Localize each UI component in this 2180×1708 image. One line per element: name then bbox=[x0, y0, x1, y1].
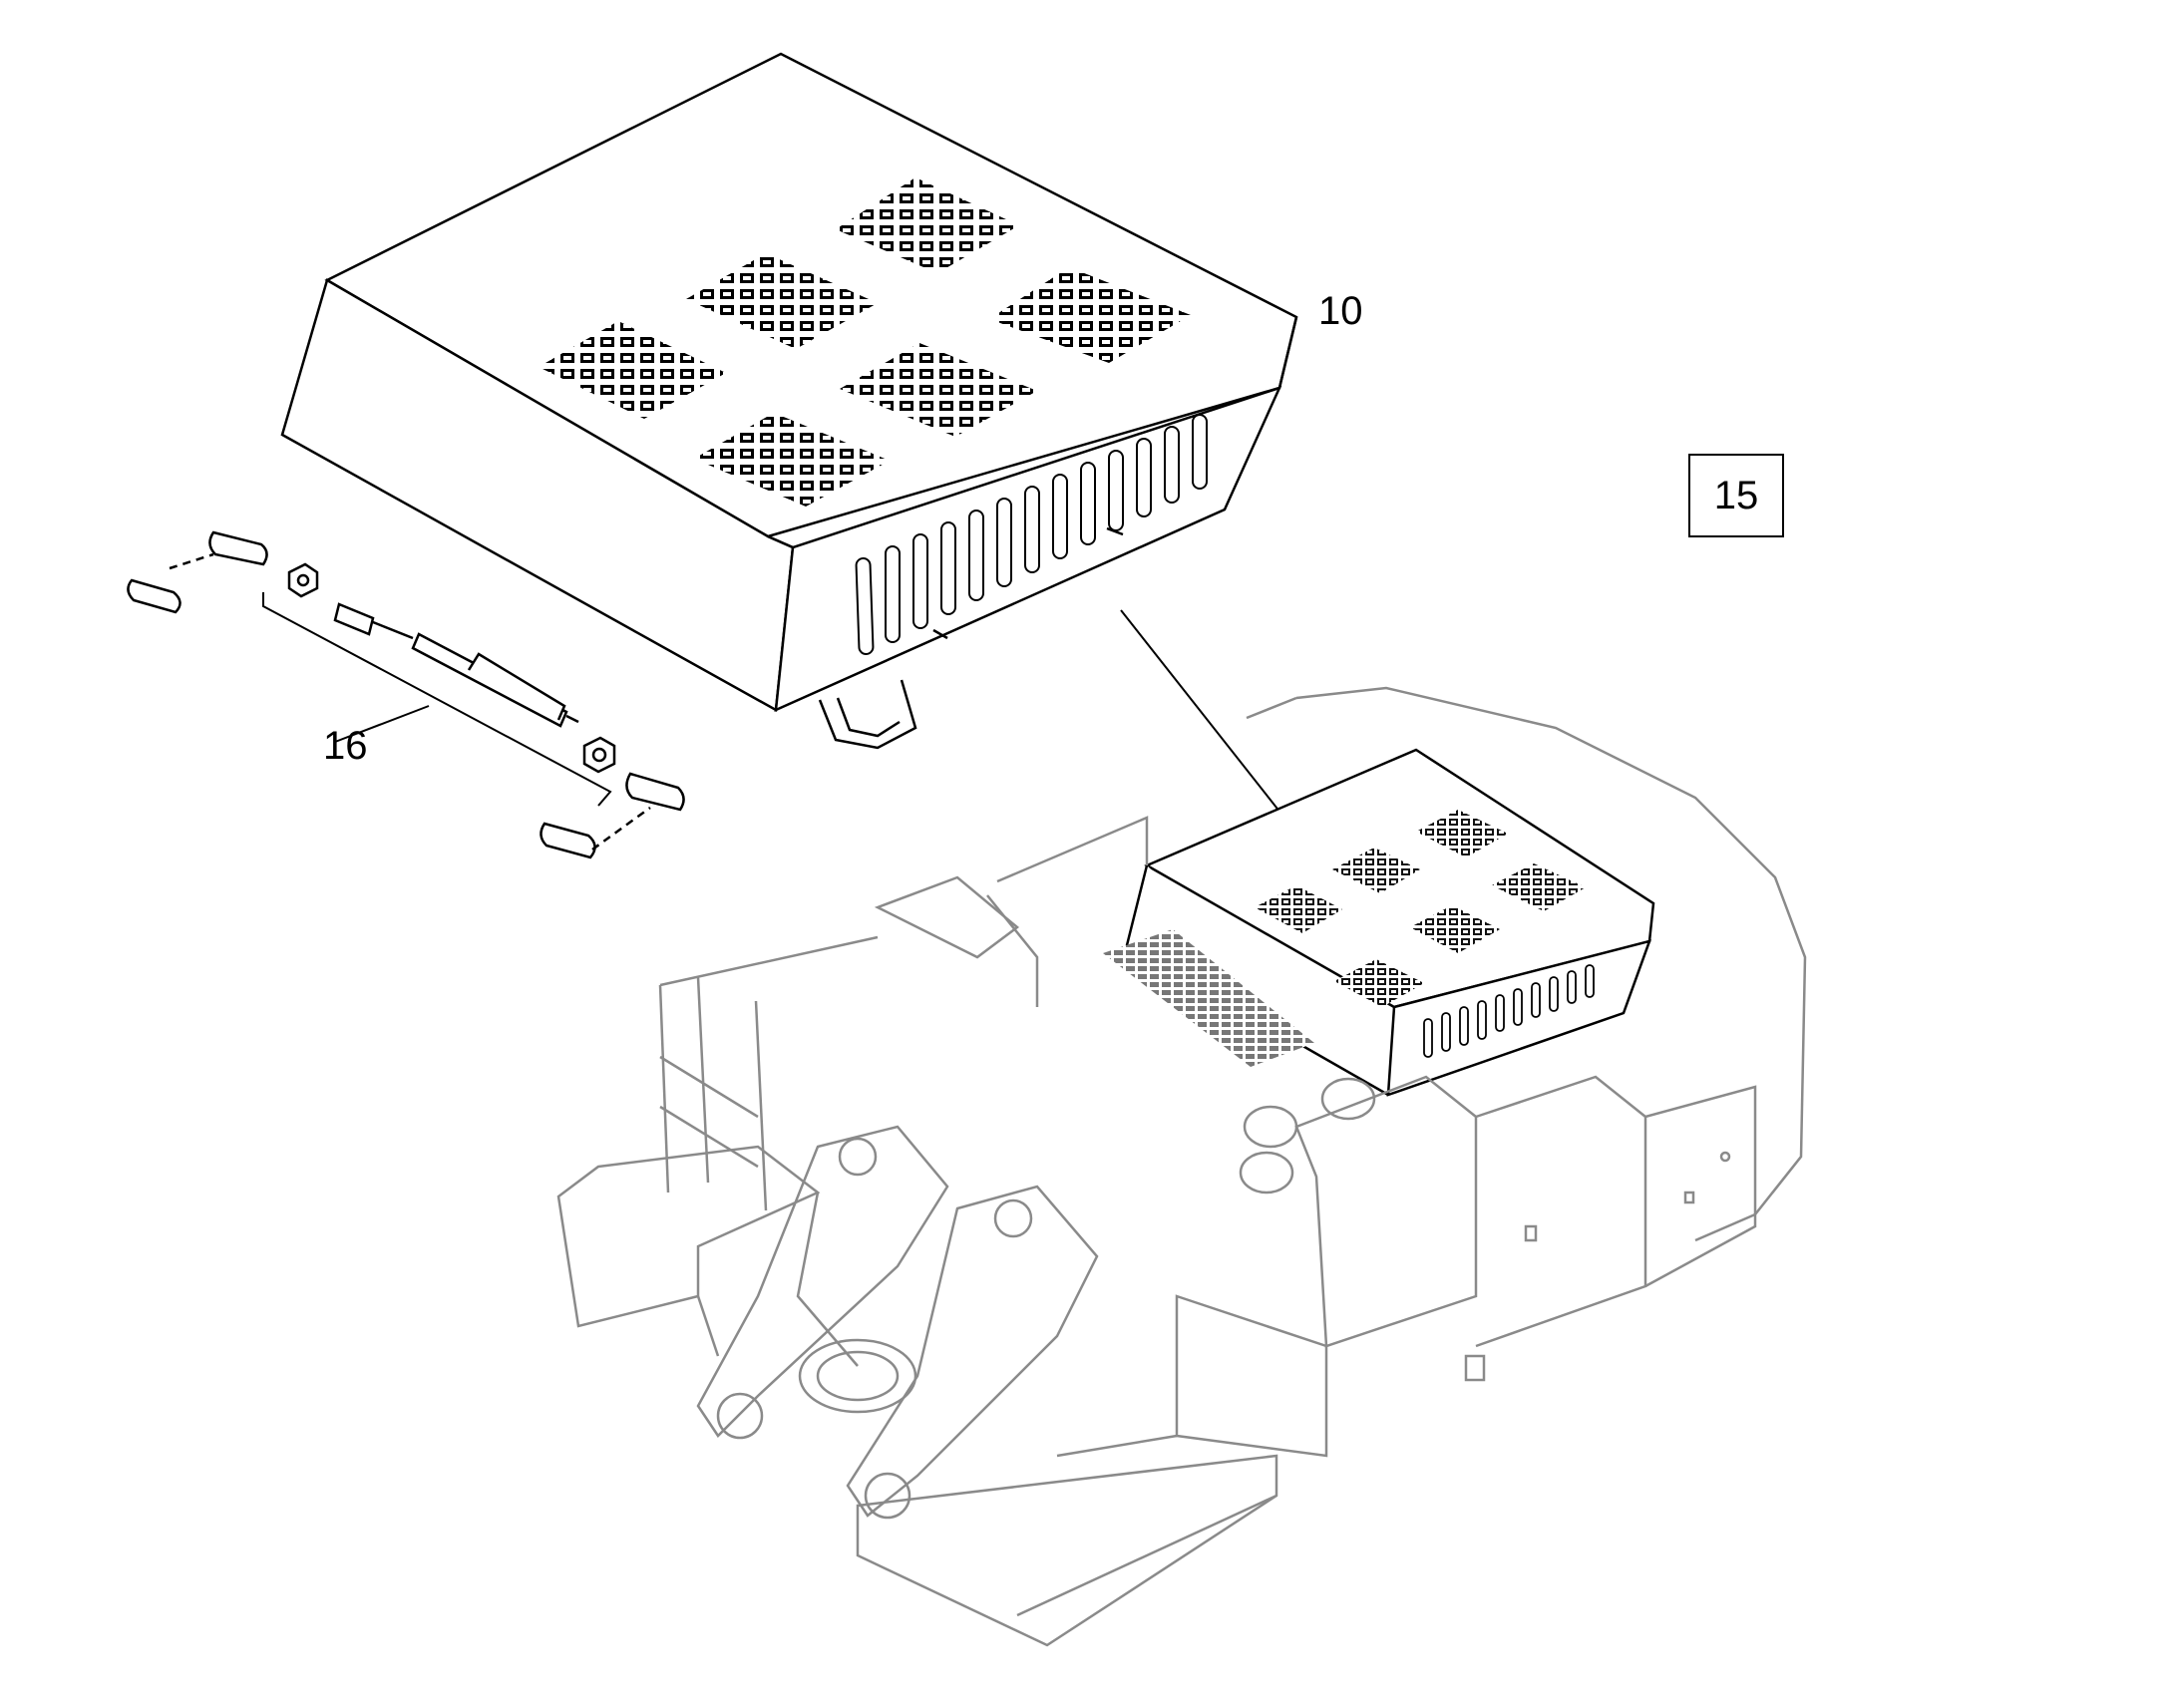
tank-cap bbox=[1320, 1077, 1376, 1121]
counterweight bbox=[1295, 686, 1807, 1242]
gas-spring-rod bbox=[333, 602, 579, 728]
grille-panel bbox=[836, 177, 1019, 273]
installed-cover-front bbox=[1386, 939, 1651, 1097]
clip-pin-lower bbox=[540, 822, 596, 859]
hydraulic-tank bbox=[1294, 1075, 1478, 1348]
gas-spring-assembly bbox=[127, 530, 685, 859]
cover-handle bbox=[818, 679, 917, 750]
grille-panel bbox=[989, 267, 1191, 363]
clip-lower bbox=[625, 772, 685, 812]
grille-panel bbox=[840, 343, 1037, 437]
engine-cover-front-face bbox=[774, 385, 1282, 713]
grille-panel bbox=[694, 413, 890, 507]
engine-cover bbox=[280, 52, 1298, 750]
reference-box: 15 bbox=[1688, 454, 1784, 537]
boom-mount-plate bbox=[696, 1125, 949, 1438]
lower-chassis bbox=[856, 1454, 1278, 1647]
grille-panel bbox=[686, 253, 878, 349]
clip-pin-upper bbox=[127, 578, 182, 614]
boom-mount-plate bbox=[846, 1185, 1099, 1518]
callout-part-16: 16 bbox=[323, 724, 368, 768]
tank-cap bbox=[1243, 1105, 1298, 1149]
callout-part-10: 10 bbox=[1318, 289, 1363, 333]
handrail bbox=[658, 935, 879, 1211]
machine-upper-structure bbox=[556, 686, 1807, 1647]
clip-upper bbox=[208, 530, 268, 566]
grille-panel bbox=[539, 321, 726, 419]
louver-slots bbox=[855, 414, 1208, 655]
tank-cap bbox=[1239, 1151, 1294, 1195]
